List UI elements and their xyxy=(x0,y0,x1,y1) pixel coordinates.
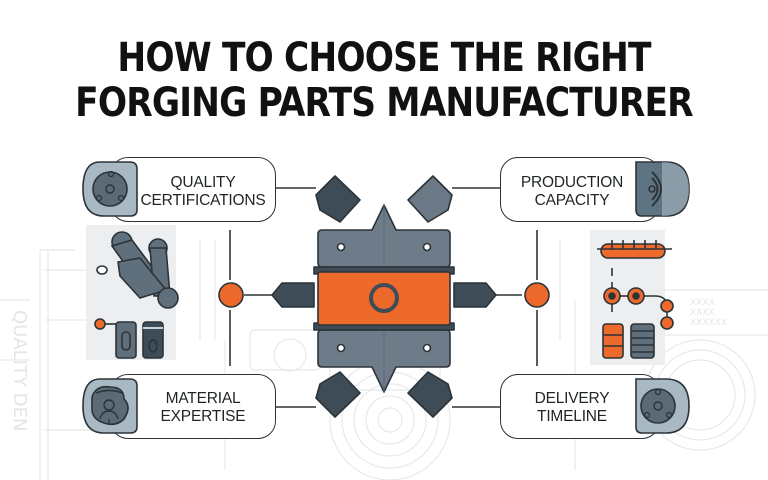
gear-disc-icon xyxy=(635,378,690,434)
factor-label-delivery-timeline: DELIVERY TIMELINE xyxy=(534,390,610,425)
connector-lines xyxy=(229,187,538,408)
svg-text:XXXX: XXXX xyxy=(690,308,715,318)
hammer-top-left xyxy=(315,175,361,223)
page-title: HOW TO CHOOSE THE RIGHT FORGING PARTS MA… xyxy=(54,36,714,126)
bolt-hole xyxy=(336,242,346,252)
hammer-bottom-left xyxy=(315,371,361,418)
right-node-dot xyxy=(524,282,550,308)
piston-right xyxy=(453,282,497,308)
workpiece-hole xyxy=(369,283,399,313)
factor-label-quality-certifications: QUALITY CERTIFICATIONS xyxy=(140,174,266,209)
robot-arm-icon xyxy=(96,231,179,309)
left-node-dot xyxy=(218,282,244,308)
hammer-top-right xyxy=(407,175,453,223)
title-line-1: HOW TO CHOOSE THE RIGHT xyxy=(117,35,651,81)
material-samples-icon xyxy=(94,318,164,359)
hammer-bottom-right xyxy=(407,371,453,418)
factor-label-material-expertise: MATERIAL EXPERTISE xyxy=(160,390,246,425)
bolt-hole xyxy=(336,343,346,353)
factor-label-production-capacity: PRODUCTION CAPACITY xyxy=(520,174,624,209)
svg-text:QUALITY DEN: QUALITY DEN xyxy=(9,310,30,431)
signal-waves-icon xyxy=(635,161,690,217)
expert-person-icon xyxy=(82,378,138,434)
svg-text:XXXXXX: XXXXXX xyxy=(690,318,727,328)
bolt-hole xyxy=(422,343,432,353)
gear-disc-icon xyxy=(82,161,138,217)
piston-left xyxy=(271,282,315,308)
factor-card-production-capacity xyxy=(500,157,660,222)
forging-die-press-icon xyxy=(271,175,497,418)
svg-text:XXXX: XXXX xyxy=(690,298,715,308)
factor-card-delivery-timeline xyxy=(500,374,660,439)
capacity-gauge-icon xyxy=(597,240,672,276)
title-line-2: FORGING PARTS MANUFACTURER xyxy=(75,80,693,126)
flow-nodes-icon xyxy=(603,282,674,330)
storage-stacks-icon xyxy=(602,323,655,359)
bolt-hole xyxy=(422,242,432,252)
